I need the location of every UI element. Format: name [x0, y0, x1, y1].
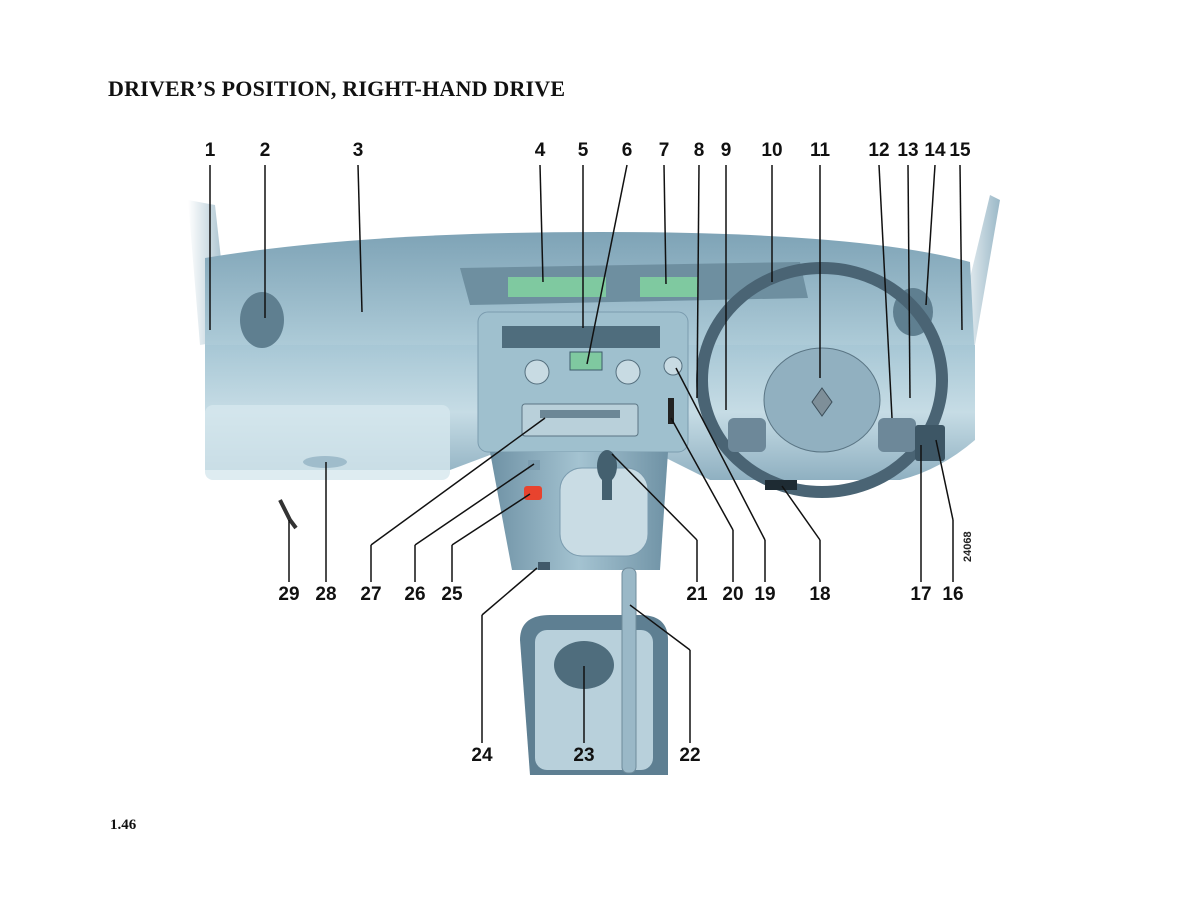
ignition-button: [663, 356, 683, 376]
figure-code: 24068: [962, 531, 974, 562]
top-leader-lines: [209, 164, 963, 419]
callout-14: 14: [924, 140, 946, 161]
callout-9: 9: [720, 140, 732, 161]
page-title: DRIVER’S POSITION, RIGHT-HAND DRIVE: [108, 76, 566, 101]
display-left: [508, 277, 606, 297]
callout-8: 8: [693, 140, 705, 161]
cupholder: [554, 641, 614, 689]
callout-20: 20: [722, 584, 744, 605]
callout-27: 27: [360, 584, 382, 605]
callout-28: 28: [315, 584, 337, 605]
clock-display: [569, 351, 603, 371]
callout-15: 15: [949, 140, 971, 161]
callout-5: 5: [577, 140, 589, 161]
pedal-lever: [278, 499, 298, 530]
glovebox-panel: [205, 405, 450, 480]
callout-19: 19: [754, 584, 776, 605]
callout-25: 25: [441, 584, 463, 605]
callout-1: 1: [204, 140, 216, 161]
climate-knob-right: [615, 359, 641, 385]
radio-display: [540, 410, 620, 418]
climate-knob-left: [524, 359, 550, 385]
console-socket: [538, 562, 550, 570]
vent-left: [240, 292, 284, 348]
callout-29: 29: [278, 584, 300, 605]
callout-17: 17: [910, 584, 932, 605]
hazard-button: [524, 486, 542, 500]
steering-wheel-rim: [696, 262, 948, 498]
callout-12: 12: [868, 140, 890, 161]
page-number: 1.46: [110, 817, 137, 833]
display-right: [640, 277, 698, 297]
callout-24: 24: [471, 745, 493, 766]
console-switch: [528, 460, 540, 470]
steering-control-left: [728, 418, 766, 452]
callout-26: 26: [404, 584, 426, 605]
steering-logo: [811, 387, 833, 417]
callout-4: 4: [534, 140, 546, 161]
callout-3: 3: [352, 140, 364, 161]
bottom-leader-lines: [288, 367, 954, 743]
callout-10: 10: [761, 140, 783, 161]
centre-vents: [502, 326, 660, 348]
callout-21: 21: [686, 584, 708, 605]
callout-6: 6: [621, 140, 633, 161]
callout-18: 18: [809, 584, 831, 605]
callout-23: 23: [573, 745, 595, 766]
callout-7: 7: [658, 140, 670, 161]
bonnet-release: [765, 480, 797, 490]
steering-control-right: [878, 418, 916, 452]
callout-11: 11: [809, 140, 831, 161]
switch-panel-right: [915, 425, 945, 461]
callout-13: 13: [897, 140, 919, 161]
callout-16: 16: [942, 584, 964, 605]
callout-2: 2: [259, 140, 271, 161]
gear-stick: [602, 470, 612, 500]
card-slot: [668, 398, 674, 424]
handbrake: [621, 567, 637, 774]
radio-unit: [521, 403, 639, 437]
glovebox-handle: [303, 456, 347, 468]
callout-22: 22: [679, 745, 701, 766]
